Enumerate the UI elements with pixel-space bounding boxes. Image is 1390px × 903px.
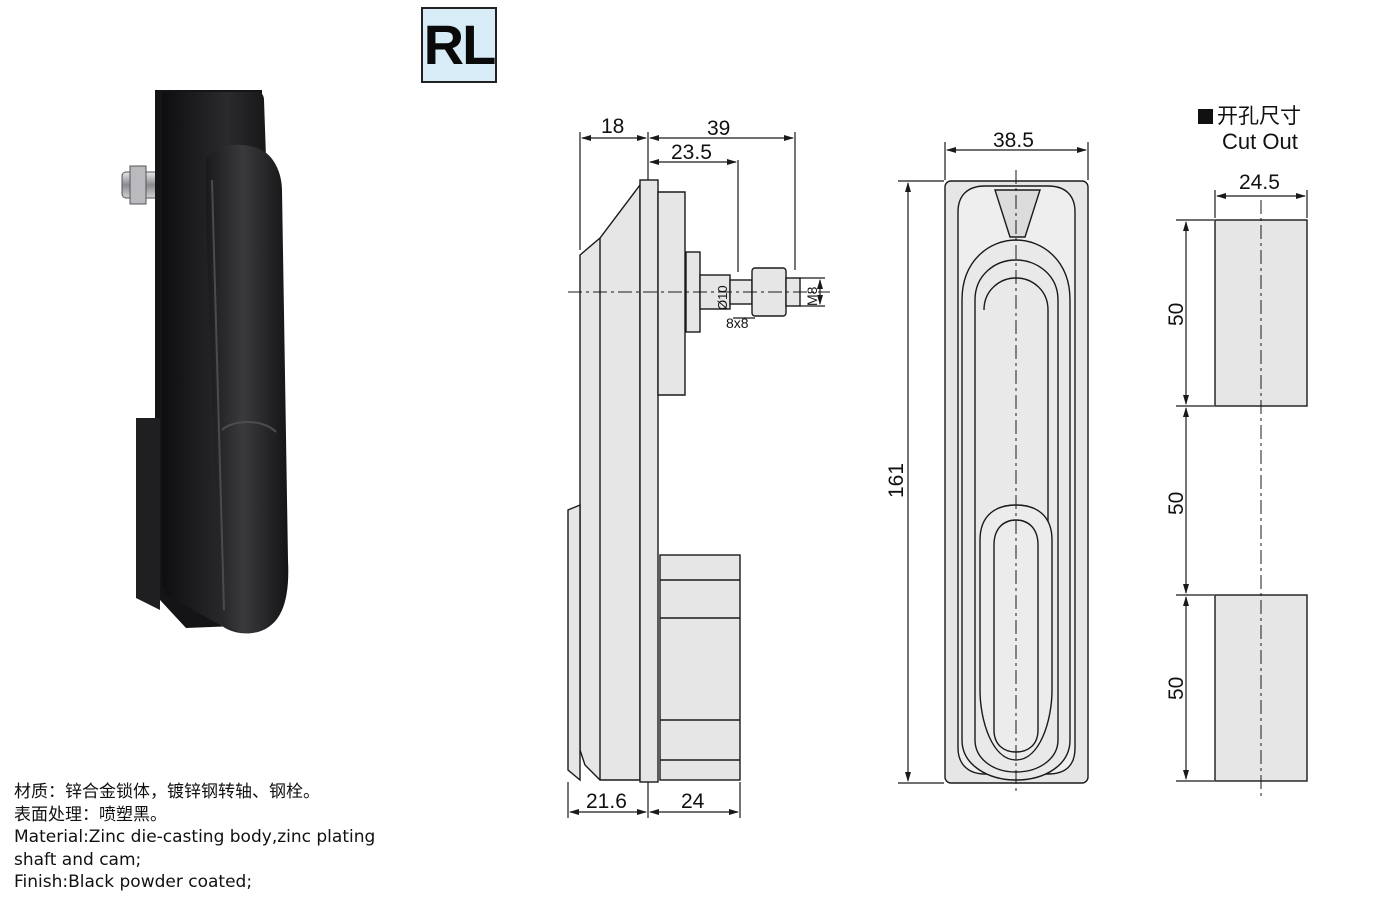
cutout-title: 开孔尺寸 Cut Out [1198,103,1328,155]
spec-notes: 材质：锌合金锁体，镀锌钢转轴、钢栓。 表面处理：喷塑黑。 Material:Zi… [14,781,454,894]
cutout-drawing [1214,200,1308,798]
front-handle-inner [974,259,1059,773]
note-material-en-2: shaft and cam; [14,849,142,870]
side-body [579,182,641,781]
dim-cut-width: 24.5 [1239,171,1280,194]
handle-edge [211,179,225,611]
cutout-title-en: Cut Out [1222,129,1298,154]
cutout-title-cn: 开孔尺寸 [1217,104,1301,128]
side-cam [659,554,741,781]
dim-side-21-6: 21.6 [586,790,627,813]
note-material-en-1: Material:Zinc die-casting body,zinc plat… [14,827,376,847]
side-cam-ribs [660,579,740,761]
front-dimensions [898,142,1089,784]
front-wedge [994,189,1041,238]
dim-front-width: 38.5 [993,129,1034,152]
dim-shaft-dia: Ø10 [715,285,730,310]
dim-thread-m8: M8 [804,286,820,306]
handle-step [221,421,277,433]
product-code-badge: RL [421,7,497,83]
note-material-cn: 材质：锌合金锁体，镀锌钢转轴、钢栓。 [14,782,320,802]
note-finish-cn: 表面处理：喷塑黑。 [14,804,167,825]
lock-housing [136,418,160,610]
dim-side-18: 18 [601,115,624,138]
front-view [944,170,1089,795]
dim-cut-h2: 50 [1165,492,1188,515]
side-flange [639,179,659,783]
dim-side-23-5: 23.5 [671,141,712,164]
dim-front-height: 161 [885,463,908,498]
front-lower-slot [993,519,1039,753]
product-photo [121,90,289,634]
side-boss [657,191,686,396]
side-view [567,179,830,783]
dim-side-39: 39 [707,117,730,140]
note-finish-en: Finish:Black powder coated; [14,872,253,892]
cutout-dimensions [1176,190,1308,782]
dim-cut-h1: 50 [1165,303,1188,326]
lock-handle [206,144,289,634]
side-bottom-tab [567,503,581,782]
stud-nut [129,165,147,205]
dim-cut-h3: 50 [1165,677,1188,700]
product-code: RL [423,13,497,76]
dim-square: 8x8 [726,315,749,331]
side-dimensions [567,132,825,818]
square-bullet-icon [1198,109,1213,124]
dim-side-24: 24 [681,790,705,813]
